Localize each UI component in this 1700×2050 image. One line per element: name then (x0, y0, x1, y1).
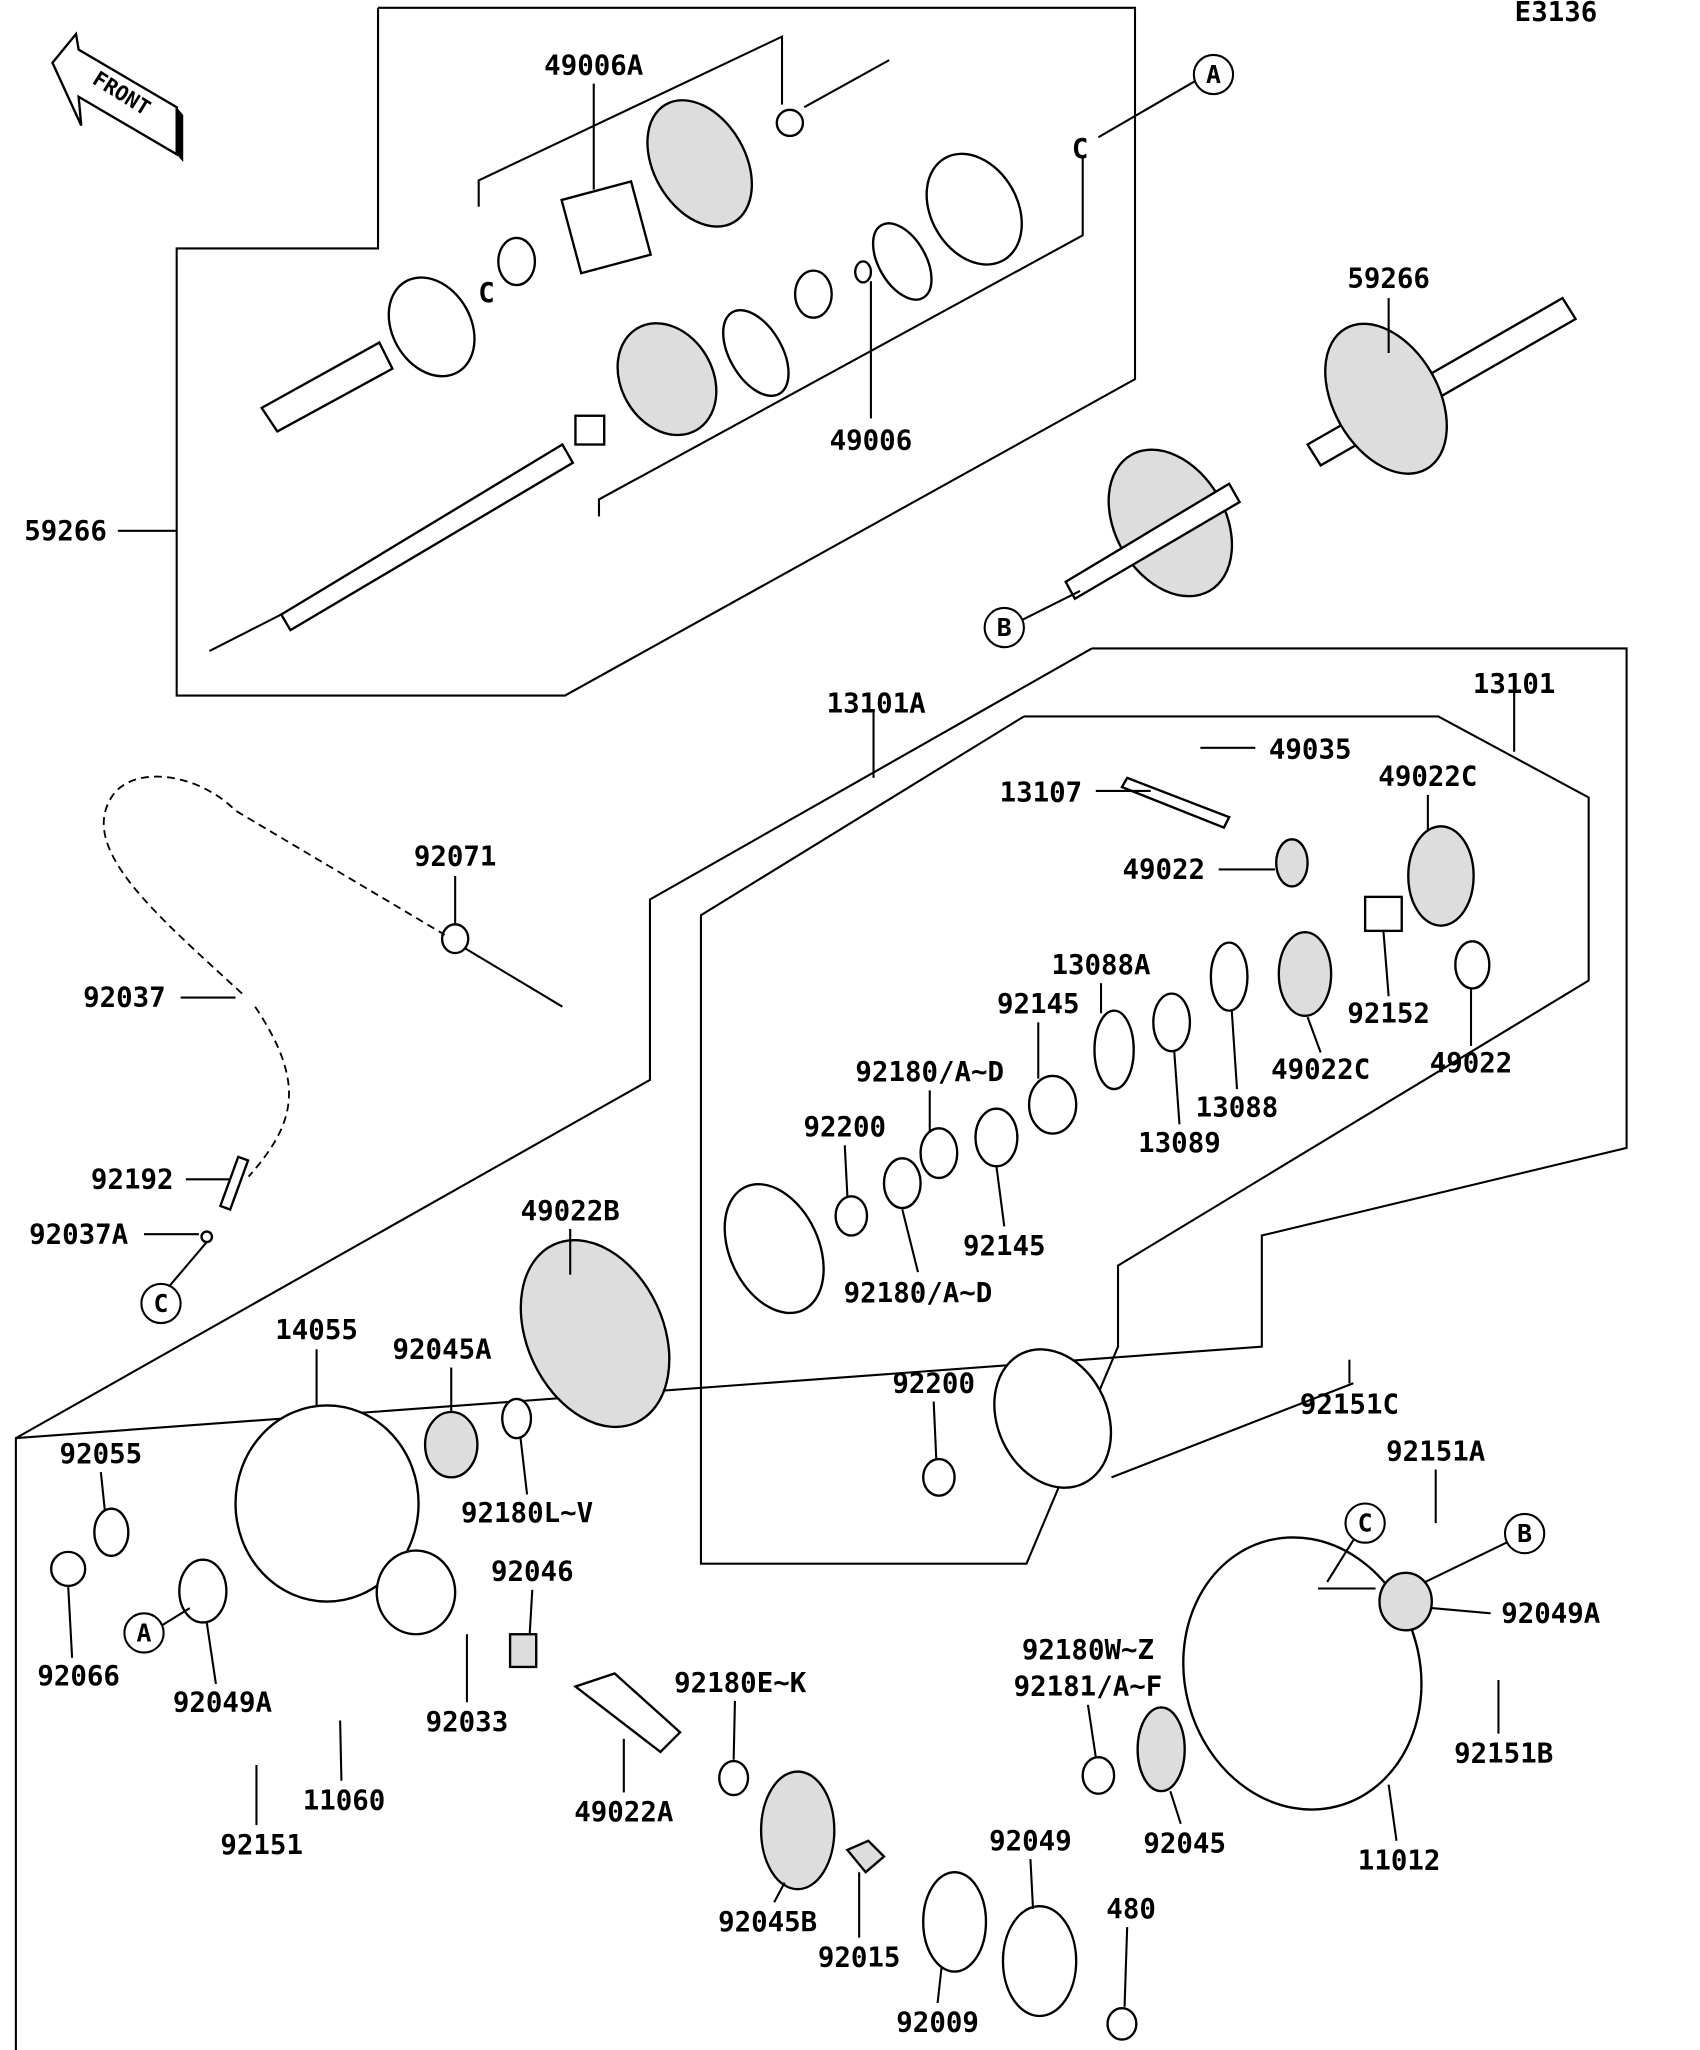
part-label[interactable]: 92181/A~F (1014, 1672, 1163, 1703)
svg-text:A: A (1206, 60, 1221, 89)
part-label[interactable]: 92200 (892, 1368, 975, 1399)
ref-marker-a-top: A (1097, 53, 1235, 139)
part-label[interactable]: 92037 (83, 983, 166, 1014)
part-label[interactable]: 11012 (1358, 1846, 1441, 1877)
part-label[interactable]: 92180E~K (674, 1668, 807, 1699)
ref-marker-c-left: C (140, 1241, 208, 1325)
part-label[interactable]: 59266 (1347, 264, 1430, 295)
part-label[interactable]: 13101 (1473, 669, 1556, 700)
part-label[interactable]: 13088A (1051, 950, 1151, 981)
svg-text:A: A (137, 1618, 152, 1647)
part-labels: 13101A 13101 49035 13107 49022C 49022 92… (29, 669, 1601, 2039)
part-label[interactable]: 92045 (1143, 1829, 1226, 1860)
part-label[interactable]: 92145 (963, 1231, 1046, 1262)
part-label[interactable]: 92151C (1300, 1389, 1399, 1420)
part-label[interactable]: 49022C (1271, 1055, 1370, 1086)
ref-marker-a-left: A (123, 1607, 191, 1654)
part-label[interactable]: 92046 (491, 1557, 574, 1588)
part-label[interactable]: 92033 (426, 1707, 509, 1738)
part-label[interactable]: 92180/A~D (844, 1278, 993, 1309)
part-label[interactable]: 92180L~V (461, 1498, 593, 1529)
part-label[interactable]: 49022A (574, 1797, 674, 1828)
axle-shaft-part-right (1064, 296, 1578, 601)
part-label[interactable]: 13089 (1138, 1128, 1221, 1159)
part-label[interactable]: 92049 (989, 1826, 1072, 1857)
part-label[interactable]: 49035 (1269, 734, 1352, 765)
diagram-code: E3136 (1515, 0, 1598, 28)
ref-marker-c-right: C (1326, 1502, 1386, 1583)
part-label[interactable]: 92037A (29, 1219, 129, 1250)
part-label[interactable]: 92045A (393, 1334, 493, 1365)
part-label[interactable]: 13107 (1000, 777, 1083, 808)
part-label[interactable]: 92055 (60, 1439, 143, 1470)
differential-frame-left (15, 647, 1093, 1440)
part-label[interactable]: 49022 (1430, 1048, 1513, 1079)
front-arrow-icon: FRONT (51, 31, 184, 163)
svg-text:B: B (1517, 1519, 1532, 1548)
part-label[interactable]: 59266 (24, 516, 107, 547)
part-label[interactable]: 49022C (1378, 762, 1477, 793)
part-label[interactable]: 13101A (827, 689, 927, 720)
part-label[interactable]: 92066 (37, 1661, 120, 1692)
svg-text:C: C (1358, 1509, 1373, 1538)
circlip-mark: C (478, 278, 495, 309)
part-label[interactable]: 92049A (173, 1687, 273, 1718)
part-label[interactable]: 92015 (818, 1942, 901, 1973)
part-label[interactable]: 92200 (803, 1112, 886, 1143)
part-label[interactable]: 92071 (414, 841, 497, 872)
part-label[interactable]: 92152 (1347, 998, 1430, 1029)
front-shaft-frame (175, 6, 1137, 697)
part-label[interactable]: 49006A (544, 51, 644, 82)
svg-text:B: B (997, 613, 1012, 642)
boot-kit-frame-lower (597, 156, 1084, 517)
axle-shaft-part (208, 59, 1023, 653)
part-label[interactable]: 92151 (220, 1830, 303, 1861)
part-label[interactable]: 49022 (1122, 855, 1205, 886)
part-label[interactable]: 92045B (718, 1907, 817, 1938)
part-label[interactable]: 92009 (896, 2008, 979, 2039)
ref-marker-b-right: B (1424, 1512, 1546, 1583)
part-label[interactable]: 480 (1106, 1894, 1156, 1925)
part-label[interactable]: 92049A (1501, 1598, 1601, 1629)
carrier-frame (699, 715, 1590, 1565)
ref-marker-b-top: B (983, 590, 1081, 649)
part-label[interactable]: 92180/A~D (855, 1057, 1004, 1088)
part-label[interactable]: 92145 (997, 989, 1080, 1020)
part-label[interactable]: 14055 (275, 1315, 358, 1346)
part-label[interactable]: 92192 (91, 1164, 174, 1195)
part-label[interactable]: 92151B (1454, 1738, 1553, 1769)
part-label[interactable]: 92180W~Z (1022, 1635, 1154, 1666)
part-label[interactable]: 13088 (1196, 1093, 1279, 1124)
part-label[interactable]: 49006 (830, 426, 913, 457)
part-label[interactable]: 11060 (303, 1785, 386, 1816)
part-label[interactable]: 92151A (1386, 1436, 1486, 1467)
circlip-mark: C (1072, 134, 1089, 165)
boot-kit-frame-upper (477, 34, 784, 207)
svg-text:C: C (154, 1289, 169, 1318)
part-label[interactable]: 49022B (521, 1196, 620, 1227)
